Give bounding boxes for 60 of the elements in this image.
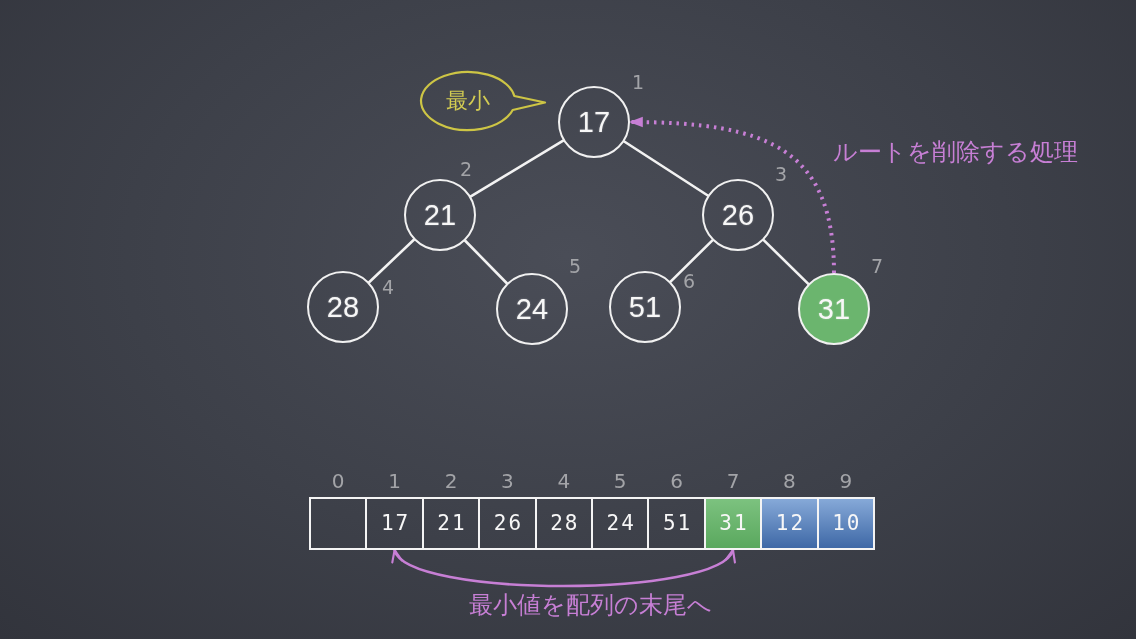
cell-value: 21	[436, 513, 467, 534]
index-number: 9	[839, 471, 853, 491]
node-value: 31	[817, 294, 851, 324]
index-number: 3	[774, 164, 788, 184]
array-cell	[703, 497, 763, 550]
cell-value: 31	[718, 513, 749, 534]
array-cell	[478, 497, 537, 550]
index-number: 4	[381, 277, 395, 297]
index-number: 5	[613, 471, 627, 491]
index-number: 7	[726, 471, 740, 491]
node-value: 17	[577, 107, 611, 137]
array-cell	[534, 497, 593, 550]
index-number: 5	[568, 256, 582, 276]
bubble-text: 最小	[446, 90, 490, 112]
connector-line	[669, 239, 714, 283]
heap-node-circle	[702, 179, 774, 251]
dotted-arrow	[628, 117, 836, 274]
array-cell	[591, 497, 650, 550]
cell-value: 17	[379, 513, 411, 534]
connector-line	[367, 238, 416, 284]
array-cell	[421, 497, 481, 550]
index-number: 6	[682, 271, 696, 291]
node-value: 51	[628, 292, 662, 322]
index-number: 3	[501, 471, 514, 491]
cell-value: 26	[492, 513, 524, 534]
connector-line	[622, 140, 710, 197]
node-value: 21	[423, 200, 457, 230]
index-number: 7	[870, 256, 884, 276]
heap-node-circle	[404, 179, 476, 251]
cell-value: 12	[774, 513, 806, 534]
heap-node-circle	[558, 86, 630, 158]
index-number: 6	[670, 471, 683, 491]
connector-line	[762, 238, 810, 286]
array-cell	[365, 497, 424, 550]
cell-value: 51	[661, 513, 693, 534]
heap-node-circle	[609, 271, 681, 343]
node-value: 26	[721, 200, 755, 230]
connector-line	[463, 239, 509, 285]
array-cell	[760, 497, 819, 550]
speech-bubble	[419, 70, 547, 132]
index-number: 8	[783, 471, 796, 491]
array-cell	[309, 497, 368, 550]
heap-node-circle	[496, 273, 568, 345]
cell-value: 24	[605, 513, 636, 534]
edge-label: ルートを削除する処理	[833, 140, 1078, 164]
index-number: 4	[557, 471, 571, 491]
node-value: 28	[326, 292, 360, 322]
edge-label: 最小値を配列の末尾へ	[468, 593, 712, 617]
array-cell	[816, 497, 875, 550]
index-number: 2	[444, 471, 458, 491]
connector-line	[469, 139, 565, 198]
cell-value: 28	[549, 513, 580, 534]
index-number: 2	[459, 159, 473, 179]
index-number: 1	[388, 471, 401, 491]
double-headed-arrow	[393, 548, 735, 588]
cell-value: 10	[831, 513, 862, 534]
index-number: 1	[631, 72, 645, 92]
node-value: 24	[515, 294, 549, 324]
index-number: 0	[331, 471, 345, 491]
heap-node-circle	[307, 271, 379, 343]
